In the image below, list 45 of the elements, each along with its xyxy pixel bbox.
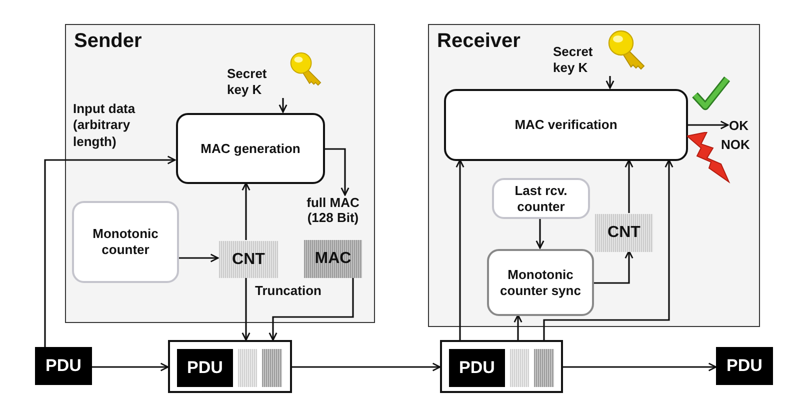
mac-strip xyxy=(262,349,282,387)
arrow xyxy=(456,159,464,340)
arrow xyxy=(242,182,250,240)
counter-strip xyxy=(510,349,529,387)
annotation-text: Secret key K xyxy=(553,43,615,77)
counter-box: Last rcv. counter xyxy=(492,178,590,219)
panel xyxy=(65,24,375,323)
arrow xyxy=(687,120,729,130)
counter-box: Monotonic counter xyxy=(72,201,179,283)
arrow xyxy=(44,156,176,347)
arrow xyxy=(242,277,250,341)
arrow xyxy=(543,159,674,340)
process-box: MAC generation xyxy=(176,113,325,184)
panel-title: Receiver xyxy=(437,29,520,53)
pdu-block: PDU xyxy=(35,347,92,385)
arrow xyxy=(324,148,350,196)
caption-text: full MAC (128 Bit) xyxy=(306,196,360,226)
arrow xyxy=(593,250,634,284)
packet-frame xyxy=(168,340,292,393)
arrow xyxy=(278,98,288,113)
arrow xyxy=(268,277,354,341)
arrow xyxy=(178,254,219,262)
counter-strip xyxy=(238,349,257,387)
arrow xyxy=(536,218,544,249)
arrow xyxy=(606,76,614,89)
pdu-block: PDU xyxy=(177,349,233,387)
counter-field: CNT xyxy=(219,241,278,278)
process-box: MAC verification xyxy=(444,89,688,161)
pdu-block: PDU xyxy=(716,347,773,385)
arrow xyxy=(92,362,169,372)
annotation-text: Secret key K xyxy=(227,65,291,99)
counter-field: CNT xyxy=(595,214,653,252)
packet-frame xyxy=(440,340,563,393)
panel-title: Sender xyxy=(74,29,142,53)
status-label: NOK xyxy=(721,137,750,152)
mac-field: MAC xyxy=(304,240,362,278)
arrow xyxy=(563,362,717,372)
annotation-text: OK xyxy=(729,117,759,135)
arrow xyxy=(514,314,522,340)
mac-strip xyxy=(534,349,554,387)
panel xyxy=(428,24,760,327)
arrow xyxy=(624,159,634,213)
pdu-block: PDU xyxy=(449,349,505,387)
arrow xyxy=(292,362,441,372)
counter-box: Monotonic counter sync xyxy=(487,249,594,316)
